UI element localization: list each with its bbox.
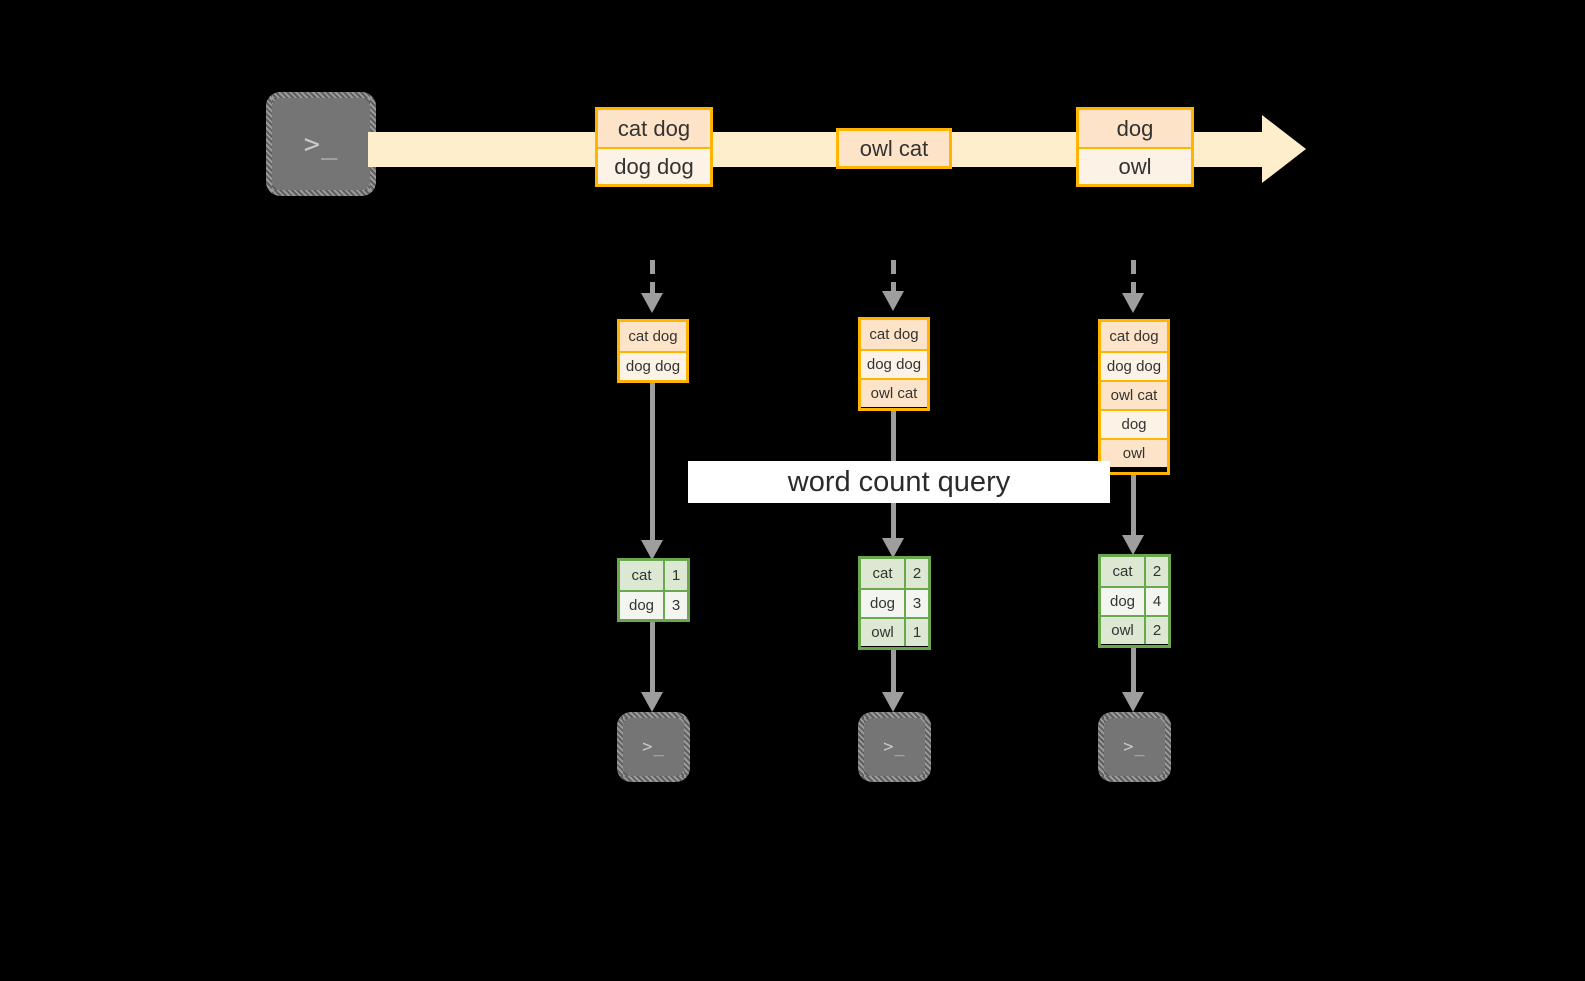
snapshot-2-tap-arrowhead <box>882 291 904 311</box>
snapshot-2-input-table[interactable]: cat dog dog dog owl cat <box>858 317 930 411</box>
table-row: cat 1 <box>620 561 687 590</box>
snapshot-3-input-row: cat dog <box>1101 322 1167 351</box>
snapshot-2-sink-arrowhead <box>882 692 904 712</box>
terminal-prompt-glyph: >_ <box>883 736 906 757</box>
result-count: 2 <box>1144 617 1168 644</box>
terminal-screen: >_ <box>272 98 370 190</box>
snapshot-1-input-table[interactable]: cat dog dog dog <box>617 319 689 383</box>
result-word: cat <box>861 559 904 588</box>
snapshot-2-input-row: dog dog <box>861 349 927 378</box>
query-label-text: word count query <box>787 465 1011 498</box>
stream-record: dog dog <box>598 147 710 184</box>
snapshot-1-input-row: cat dog <box>620 322 686 351</box>
stream-group-1[interactable]: cat dog dog dog <box>595 107 713 187</box>
snapshot-2-input-row: owl cat <box>861 378 927 407</box>
snapshot-3-query-arrowhead <box>1122 535 1144 555</box>
snapshot-2-sink-terminal-icon: >_ <box>858 712 931 782</box>
result-word: cat <box>1101 557 1144 586</box>
snapshot-3-result-table[interactable]: cat 2 dog 4 owl 2 <box>1098 554 1171 648</box>
table-row: cat 2 <box>861 559 928 588</box>
query-label-band: word count query <box>688 461 1110 503</box>
snapshot-3-tap-arrowhead <box>1122 293 1144 313</box>
snapshot-3-tap-line <box>1131 260 1136 294</box>
snapshot-3-input-row: owl cat <box>1101 380 1167 409</box>
snapshot-1-sink-terminal-icon: >_ <box>617 712 690 782</box>
result-count: 1 <box>904 619 928 646</box>
snapshot-3-query-line <box>1131 475 1136 537</box>
snapshot-3-input-row: owl <box>1101 438 1167 467</box>
stream-record: dog <box>1079 110 1191 147</box>
snapshot-1-query-line <box>650 383 655 542</box>
snapshot-2-input-row: cat dog <box>861 320 927 349</box>
stream-group-3[interactable]: dog owl <box>1076 107 1194 187</box>
stream-record: cat dog <box>598 110 710 147</box>
terminal-prompt-glyph: >_ <box>303 128 339 160</box>
table-row: dog 3 <box>620 590 687 619</box>
result-count: 4 <box>1144 588 1168 615</box>
snapshot-1-query-arrowhead <box>641 540 663 560</box>
snapshot-1-tap-arrowhead <box>641 293 663 313</box>
snapshot-3-sink-arrowhead <box>1122 692 1144 712</box>
result-word: dog <box>620 592 663 619</box>
terminal-screen: >_ <box>864 718 925 776</box>
result-word: dog <box>1101 588 1144 615</box>
snapshot-2-tap-line <box>891 260 896 294</box>
terminal-prompt-glyph: >_ <box>642 736 665 757</box>
terminal-prompt-glyph: >_ <box>1123 736 1146 757</box>
source-terminal-icon: >_ <box>266 92 376 196</box>
table-row: owl 2 <box>1101 615 1168 644</box>
snapshot-1-tap-line <box>650 260 655 294</box>
table-row: dog 3 <box>861 588 928 617</box>
snapshot-3-sink-line <box>1131 648 1136 694</box>
snapshot-3-sink-terminal-icon: >_ <box>1098 712 1171 782</box>
result-count: 2 <box>904 559 928 588</box>
result-count: 1 <box>663 561 687 590</box>
snapshot-1-result-table[interactable]: cat 1 dog 3 <box>617 558 690 622</box>
result-count: 3 <box>904 590 928 617</box>
stream-group-2[interactable]: owl cat <box>836 128 952 169</box>
result-word: cat <box>620 561 663 590</box>
terminal-screen: >_ <box>623 718 684 776</box>
snapshot-2-query-arrowhead <box>882 538 904 558</box>
stream-arrowhead <box>1262 115 1306 183</box>
snapshot-1-sink-arrowhead <box>641 692 663 712</box>
result-word: owl <box>861 619 904 646</box>
snapshot-3-input-row: dog <box>1101 409 1167 438</box>
result-count: 3 <box>663 592 687 619</box>
terminal-screen: >_ <box>1104 718 1165 776</box>
table-row: cat 2 <box>1101 557 1168 586</box>
snapshot-2-result-table[interactable]: cat 2 dog 3 owl 1 <box>858 556 931 650</box>
stream-record: owl cat <box>839 131 949 166</box>
snapshot-3-input-row: dog dog <box>1101 351 1167 380</box>
result-word: owl <box>1101 617 1144 644</box>
stream-record: owl <box>1079 147 1191 184</box>
result-word: dog <box>861 590 904 617</box>
table-row: dog 4 <box>1101 586 1168 615</box>
result-count: 2 <box>1144 557 1168 586</box>
snapshot-1-input-row: dog dog <box>620 351 686 380</box>
snapshot-2-sink-line <box>891 650 896 694</box>
table-row: owl 1 <box>861 617 928 646</box>
snapshot-1-sink-line <box>650 622 655 694</box>
snapshot-3-input-table[interactable]: cat dog dog dog owl cat dog owl <box>1098 319 1170 475</box>
